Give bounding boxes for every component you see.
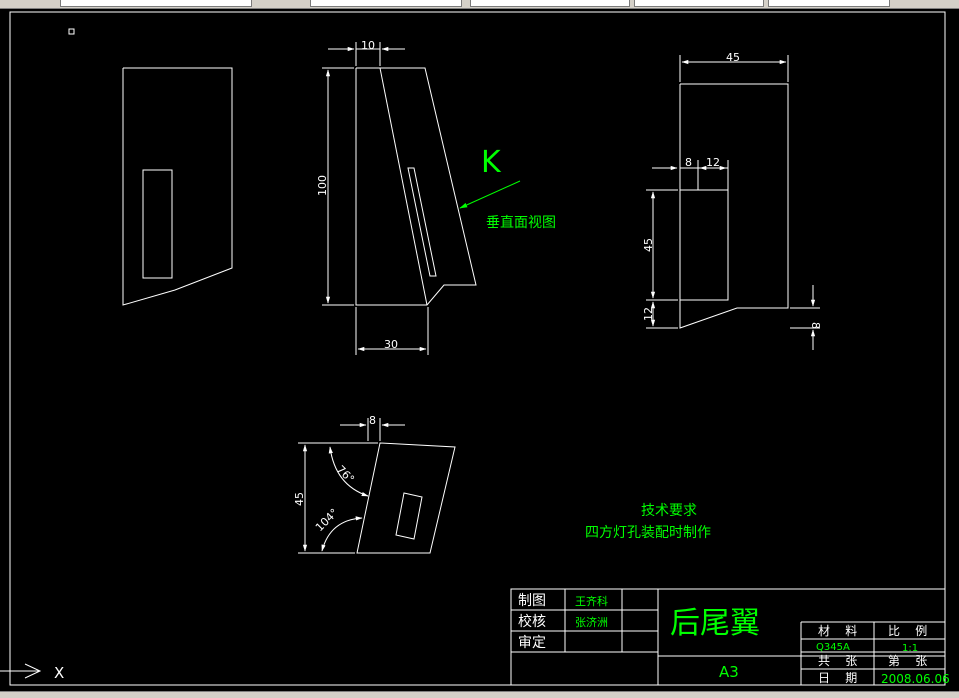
- dim-right-top: 45: [726, 51, 740, 64]
- dim-right-inner-a: 8: [685, 156, 692, 169]
- dim-right-bottom: 12: [642, 307, 655, 321]
- point-marker: [68, 28, 75, 35]
- tb-label-approved: 审定: [518, 635, 546, 651]
- dim-side-bottom: 30: [384, 338, 398, 351]
- dim-right-inner-b: 12: [706, 156, 720, 169]
- tb-material-label: 材 料: [818, 624, 857, 638]
- toolbar-strip: [0, 0, 959, 9]
- view-arrow: [459, 180, 521, 209]
- linetype-dropdown[interactable]: [470, 0, 630, 7]
- tb-sheet-size: A3: [719, 663, 739, 681]
- color-dropdown[interactable]: [310, 0, 462, 7]
- side-view: [322, 42, 477, 355]
- dim-angle-top: 76°: [334, 463, 357, 486]
- tech-title: 技术要求: [641, 503, 697, 519]
- status-strip: [0, 691, 959, 698]
- lineweight-dropdown[interactable]: [634, 0, 764, 7]
- dim-right-slot: 45: [642, 238, 655, 252]
- dim-angle-bottom: 104°: [313, 506, 341, 534]
- ucs-x-label: X: [54, 664, 64, 682]
- ucs-icon: [0, 660, 42, 685]
- tb-total-label: 共 张: [818, 654, 857, 668]
- lower-view: [298, 418, 456, 554]
- tb-part-name: 后尾翼: [670, 606, 760, 641]
- tb-material: Q345A: [816, 642, 850, 653]
- dim-side-top: 10: [361, 39, 375, 52]
- drawing-border: [9, 11, 946, 686]
- tech-note: 四方灯孔装配时制作: [585, 525, 711, 541]
- plotstyle-dropdown[interactable]: [768, 0, 890, 7]
- dim-side-height: 100: [316, 175, 329, 196]
- tb-date-label: 日 期: [818, 671, 857, 685]
- tb-drawn-by: 王齐科: [575, 594, 608, 608]
- tb-scale-label: 比 例: [888, 624, 927, 638]
- tb-sheet-label: 第 张: [888, 654, 927, 668]
- right-view: [646, 55, 820, 350]
- view-marker-k: K: [481, 145, 502, 180]
- layer-dropdown[interactable]: [60, 0, 252, 7]
- title-block: [510, 588, 946, 686]
- dim-right-edge: 8: [809, 322, 822, 329]
- tb-scale: 1:1: [902, 643, 918, 654]
- view-label: 垂直面视图: [486, 214, 556, 231]
- dim-lower-height: 45: [293, 492, 306, 506]
- tb-label-drawn: 制图: [518, 593, 546, 609]
- dim-lower-top: 8: [369, 414, 376, 427]
- front-view: [122, 67, 233, 306]
- tb-label-checked: 校核: [518, 613, 546, 630]
- tb-date: 2008.06.06: [881, 672, 950, 686]
- drawing-canvas[interactable]: 10 100 30 45 8 12 45 12 8 8 45 76° 104° …: [0, 9, 959, 691]
- tb-checked-by: 张济洲: [575, 615, 608, 629]
